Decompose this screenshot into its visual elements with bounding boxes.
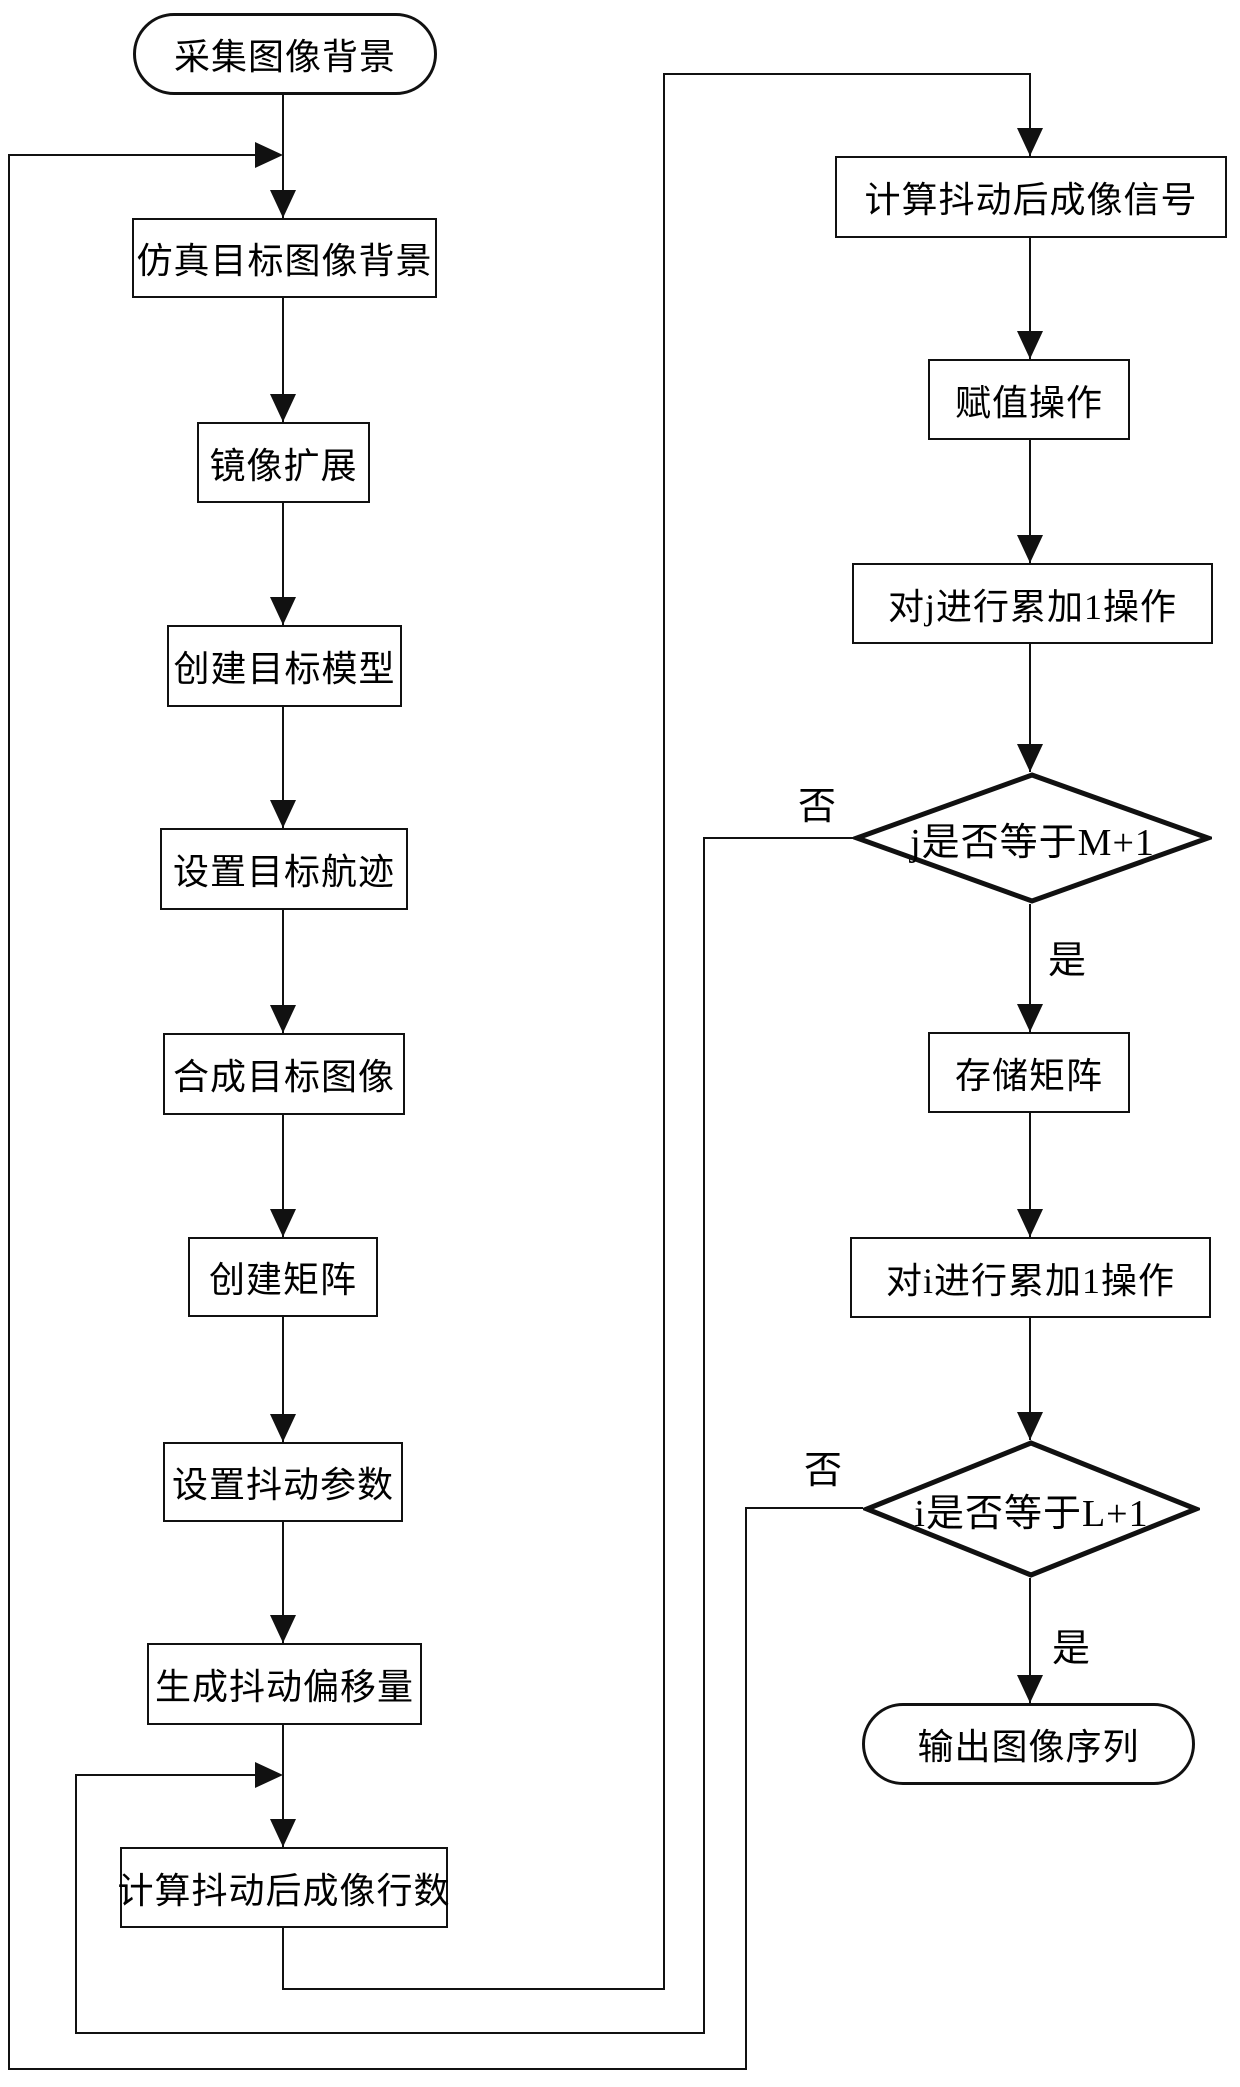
- arrow-junction-rows-icon: [255, 1762, 283, 1788]
- feed-path-bottom-line: [282, 1988, 665, 1990]
- node-assign-operation-label: 赋值操作: [954, 382, 1103, 423]
- arrow-into-matrix-icon: [270, 1209, 296, 1237]
- label-j-yes: 是: [1048, 940, 1087, 982]
- edge-mirror-to-model-line: [282, 503, 284, 625]
- edge-jcheck-yes-line: [1029, 904, 1031, 1032]
- edge-synth-to-matrix-line: [282, 1115, 284, 1237]
- node-create-target-model: 创建目标模型: [167, 625, 402, 707]
- node-j-decision: j是否等于M+1: [853, 772, 1212, 904]
- arrow-junction-top-icon: [255, 142, 283, 168]
- arrow-into-simbg-icon: [270, 190, 296, 218]
- arrow-into-store-icon: [1017, 1004, 1043, 1032]
- label-j-no: 否: [798, 786, 837, 828]
- node-set-target-track: 设置目标航迹: [160, 828, 408, 910]
- node-store-matrix: 存储矩阵: [928, 1032, 1130, 1113]
- loop-j-return-horizontal-line: [75, 1774, 256, 1776]
- edge-start-to-simbg-line: [282, 95, 284, 218]
- node-mirror-extend-label: 镜像扩展: [209, 445, 358, 486]
- edge-offset-to-rows-line: [282, 1725, 284, 1847]
- node-create-matrix-label: 创建矩阵: [208, 1260, 357, 1300]
- node-set-jitter-params: 设置抖动参数: [163, 1442, 403, 1522]
- arrow-into-output-icon: [1017, 1675, 1043, 1703]
- node-store-matrix-label: 存储矩阵: [954, 1055, 1103, 1096]
- node-create-matrix: 创建矩阵: [188, 1237, 378, 1317]
- edge-simbg-to-mirror-line: [282, 298, 284, 422]
- label-i-no: 否: [804, 1450, 843, 1492]
- arrow-into-incj-icon: [1017, 535, 1043, 563]
- loop-i-no-down-line: [745, 1507, 747, 2070]
- edge-assign-to-incj-line: [1029, 440, 1031, 563]
- node-increment-i: 对i进行累加1操作: [850, 1237, 1211, 1318]
- edge-track-to-synth-line: [282, 910, 284, 1033]
- arrow-into-signal-icon: [1017, 128, 1043, 156]
- feed-path-top-line: [663, 73, 1031, 75]
- node-simulate-background: 仿真目标图像背景: [132, 218, 437, 298]
- node-calc-imaging-signal-label: 计算抖动后成像信号: [864, 180, 1198, 220]
- node-generate-jitter-offset-label: 生成抖动偏移量: [154, 1667, 414, 1707]
- feed-path-down-line: [282, 1928, 284, 1990]
- node-output-terminal: 输出图像序列: [862, 1703, 1195, 1785]
- node-increment-i-label: 对i进行累加1操作: [885, 1260, 1175, 1301]
- edge-store-to-inci-line: [1029, 1113, 1031, 1237]
- node-synthesize-target-image-label: 合成目标图像: [172, 1057, 395, 1097]
- edge-icheck-yes-line: [1029, 1578, 1031, 1703]
- arrow-into-synth-icon: [270, 1005, 296, 1033]
- edge-signal-to-assign-line: [1029, 238, 1031, 359]
- node-calc-imaging-rows-label: 计算抖动后成像行数: [117, 1870, 451, 1911]
- loop-j-no-bottom-line: [75, 2032, 705, 2034]
- arrow-into-icheck-icon: [1017, 1412, 1043, 1440]
- node-output-terminal-label: 输出图像序列: [917, 1727, 1140, 1767]
- edge-model-to-track-line: [282, 707, 284, 828]
- loop-i-return-horizontal-line: [8, 154, 256, 156]
- feed-path-into-signal-line: [1029, 73, 1031, 156]
- edge-incj-to-jcheck-line: [1029, 644, 1031, 772]
- node-mirror-extend: 镜像扩展: [197, 422, 370, 503]
- edge-matrix-to-jitter-line: [282, 1317, 284, 1442]
- arrow-into-rows-icon: [270, 1819, 296, 1847]
- node-synthesize-target-image: 合成目标图像: [163, 1033, 405, 1115]
- edge-jitter-to-offset-line: [282, 1522, 284, 1643]
- edge-inci-to-icheck-line: [1029, 1318, 1031, 1440]
- loop-i-no-bottom-line: [8, 2068, 747, 2070]
- arrow-into-mirror-icon: [270, 394, 296, 422]
- arrow-into-assign-icon: [1017, 331, 1043, 359]
- node-set-target-track-label: 设置目标航迹: [172, 852, 395, 892]
- node-set-jitter-params-label: 设置抖动参数: [171, 1465, 394, 1505]
- node-simulate-background-label: 仿真目标图像背景: [136, 241, 433, 281]
- i-decision-diamond-shape: [863, 1440, 1200, 1578]
- arrow-into-offset-icon: [270, 1615, 296, 1643]
- node-j-decision-label: j是否等于M+1: [910, 821, 1155, 864]
- arrow-into-model-icon: [270, 597, 296, 625]
- node-i-decision-label: i是否等于L+1: [914, 1492, 1149, 1535]
- node-start-label: 采集图像背景: [173, 37, 396, 77]
- node-increment-j-label: 对j进行累加1操作: [887, 586, 1177, 627]
- feed-path-up-line: [663, 73, 665, 1990]
- node-generate-jitter-offset: 生成抖动偏移量: [147, 1643, 422, 1725]
- arrow-into-jitter-icon: [270, 1414, 296, 1442]
- loop-j-no-up-line: [75, 1775, 77, 2034]
- arrow-into-track-icon: [270, 800, 296, 828]
- arrow-into-inci-icon: [1017, 1209, 1043, 1237]
- node-assign-operation: 赋值操作: [928, 359, 1130, 440]
- loop-i-no-out-line: [745, 1507, 863, 1509]
- j-decision-diamond-shape: [853, 772, 1212, 904]
- label-i-yes: 是: [1052, 1628, 1091, 1670]
- node-create-target-model-label: 创建目标模型: [173, 649, 396, 689]
- node-i-decision: i是否等于L+1: [863, 1440, 1200, 1578]
- arrow-into-jcheck-icon: [1017, 744, 1043, 772]
- loop-j-no-down-line: [703, 837, 705, 2034]
- node-calc-imaging-signal: 计算抖动后成像信号: [835, 156, 1227, 238]
- node-calc-imaging-rows: 计算抖动后成像行数: [117, 1847, 451, 1928]
- node-start-terminal: 采集图像背景: [133, 13, 437, 95]
- loop-j-no-out-line: [703, 837, 853, 839]
- loop-i-no-up-line: [8, 155, 10, 2070]
- node-increment-j: 对j进行累加1操作: [852, 563, 1213, 644]
